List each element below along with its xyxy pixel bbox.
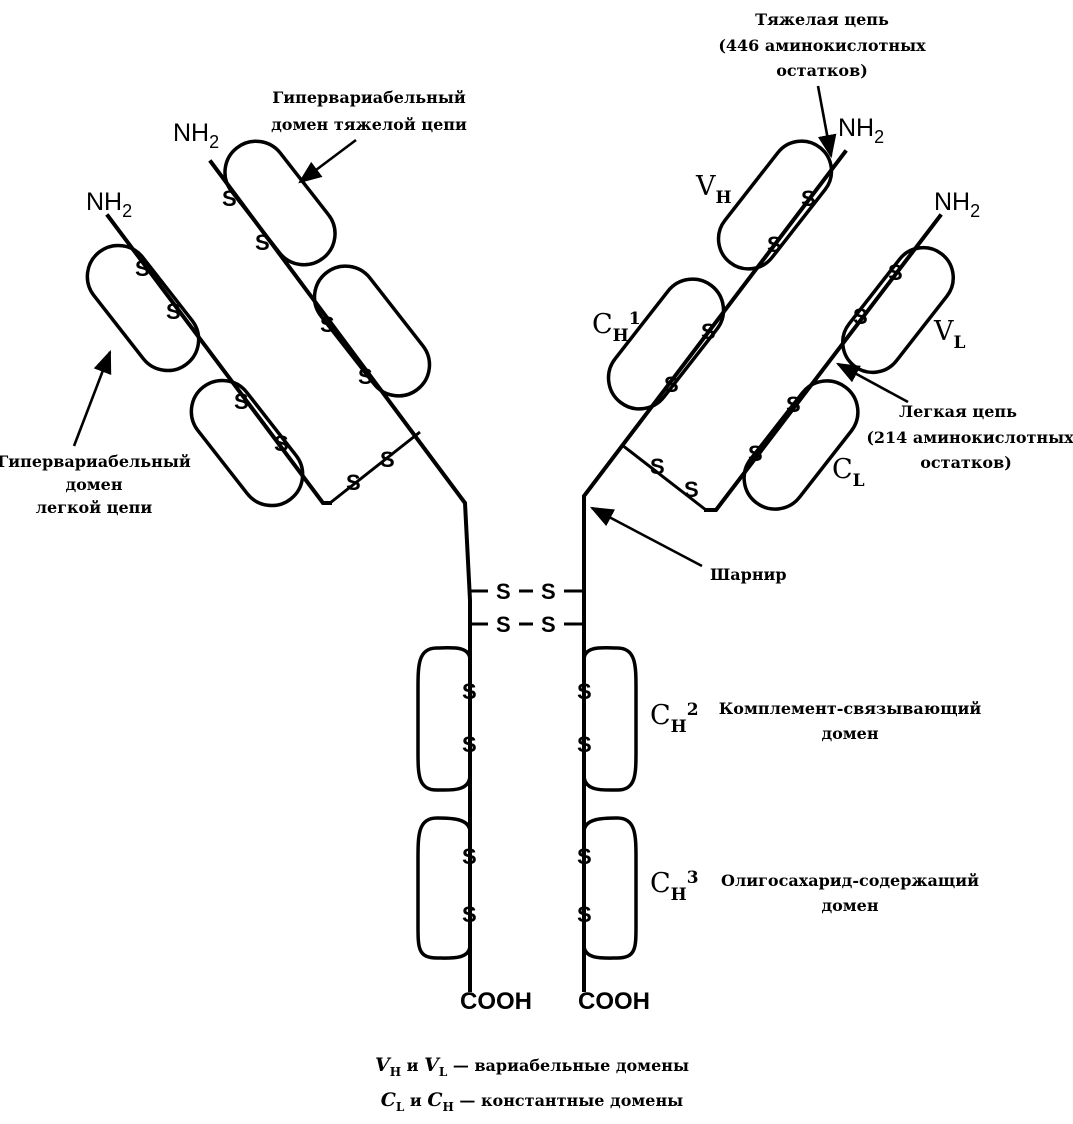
ss-label: S [577,844,592,869]
ss-label: S [801,186,816,211]
ss-label: S [577,679,592,704]
domain-ch3-left: S S [416,816,477,960]
label-ch2: CH2 [650,700,699,737]
ss-label: S [166,299,181,324]
svg-text:остатков): остатков) [920,453,1012,472]
ss-label: S [462,732,477,757]
light-chain-left [105,213,421,505]
svg-text:Гипервариабельный: Гипервариабельный [0,452,191,471]
ss-label: S [701,319,716,344]
nh2-right-heavy: NH2 [838,114,884,147]
svg-text:Гипервариабельный: Гипервариабельный [272,88,466,107]
svg-text:Легкая цепь: Легкая цепь [899,402,1017,421]
ss-label: S [577,902,592,927]
hinge-disulfide-bonds: S S S S [470,579,584,637]
ss-label: S [664,372,679,397]
ss-label: S [650,454,665,479]
ss-label: S [462,679,477,704]
label-vh: VH [695,171,732,208]
annotation-heavy-chain: Тяжелая цепь (446 аминокислотных остатко… [718,10,926,159]
heavy-chain-left-stem [208,159,472,992]
annotation-oligosaccharide: Олигосахарид-содержащий домен [721,871,979,915]
svg-text:(214 аминокислотных: (214 аминокислотных [866,428,1073,447]
ss-label: S [358,364,373,389]
domain-cl-right [742,379,860,511]
domain-ch1-right [606,277,726,411]
ss-label: S [684,477,699,502]
ss-label: S [748,441,763,466]
ss-label: S [767,232,782,257]
light-chain-right [621,213,943,512]
cooh-right: COOH [578,988,650,1015]
ss-label: S [786,392,801,417]
ss-label: S [541,579,556,604]
legend-constant: CL и CН — константные домены [381,1089,683,1114]
svg-text:Тяжелая цепь: Тяжелая цепь [755,10,889,29]
ss-label: S [888,260,903,285]
ss-label: S [853,304,868,329]
ss-label: S [320,312,335,337]
annotation-light-chain: Легкая цепь (214 аминокислотных остатков… [835,362,1073,472]
domain-ch2-left: S S [416,646,477,792]
label-cl: CL [832,454,865,491]
ss-label: S [577,732,592,757]
heavy-chain-right-stem [582,149,848,992]
ss-label: S [462,902,477,927]
svg-text:домен тяжелой цепи: домен тяжелой цепи [271,115,467,134]
ss-label: S [255,230,270,255]
annotation-hinge: Шарнир [589,506,787,584]
ss-label: S [462,844,477,869]
domain-cl-left [189,378,305,508]
nh2-right-light: NH2 [934,188,980,221]
cooh-left: COOH [460,988,532,1015]
domain-vh-left [223,139,337,267]
svg-text:домен: домен [65,475,122,494]
svg-text:остатков): остатков) [776,61,868,80]
ss-label: S [135,256,150,281]
label-vl: VL [933,316,966,353]
annotation-hv-heavy: Гипервариабельный домен тяжелой цепи [271,88,467,184]
legend-variable: VН и VL — вариабельные домены [375,1054,689,1079]
nh2-left-light: NH2 [86,188,132,221]
label-ch1: CH1 [592,309,641,346]
domain-ch3-right: S S [577,816,638,960]
label-ch3: CH3 [650,868,699,905]
legend: VН и VL — вариабельные домены CL и CН — … [375,1054,689,1114]
ss-label: S [496,579,511,604]
domain-vl-left [85,243,201,373]
ss-label: S [234,389,249,414]
nh2-left-heavy: NH2 [173,119,219,152]
ss-label: S [496,612,511,637]
annotation-hv-light: Гипервариабельный домен легкой цепи [0,349,191,517]
svg-text:легкой цепи: легкой цепи [36,498,153,517]
svg-text:Олигосахарид-содержащий: Олигосахарид-содержащий [721,871,979,890]
svg-text:домен: домен [821,724,878,743]
svg-text:домен: домен [821,896,878,915]
ss-label: S [274,431,289,456]
svg-text:(446 аминокислотных: (446 аминокислотных [718,36,926,55]
svg-text:Комплемент-связывающий: Комплемент-связывающий [719,699,982,718]
domain-vl-right [841,245,955,375]
annotation-complement: Комплемент-связывающий домен [719,699,982,743]
domain-ch2-right: S S [577,646,638,792]
svg-text:Шарнир: Шарнир [710,565,787,584]
ss-label: S [380,447,395,472]
ss-label: S [222,186,237,211]
ss-label: S [541,612,556,637]
ss-label: S [346,470,361,495]
domain-ch1-left [312,264,432,398]
